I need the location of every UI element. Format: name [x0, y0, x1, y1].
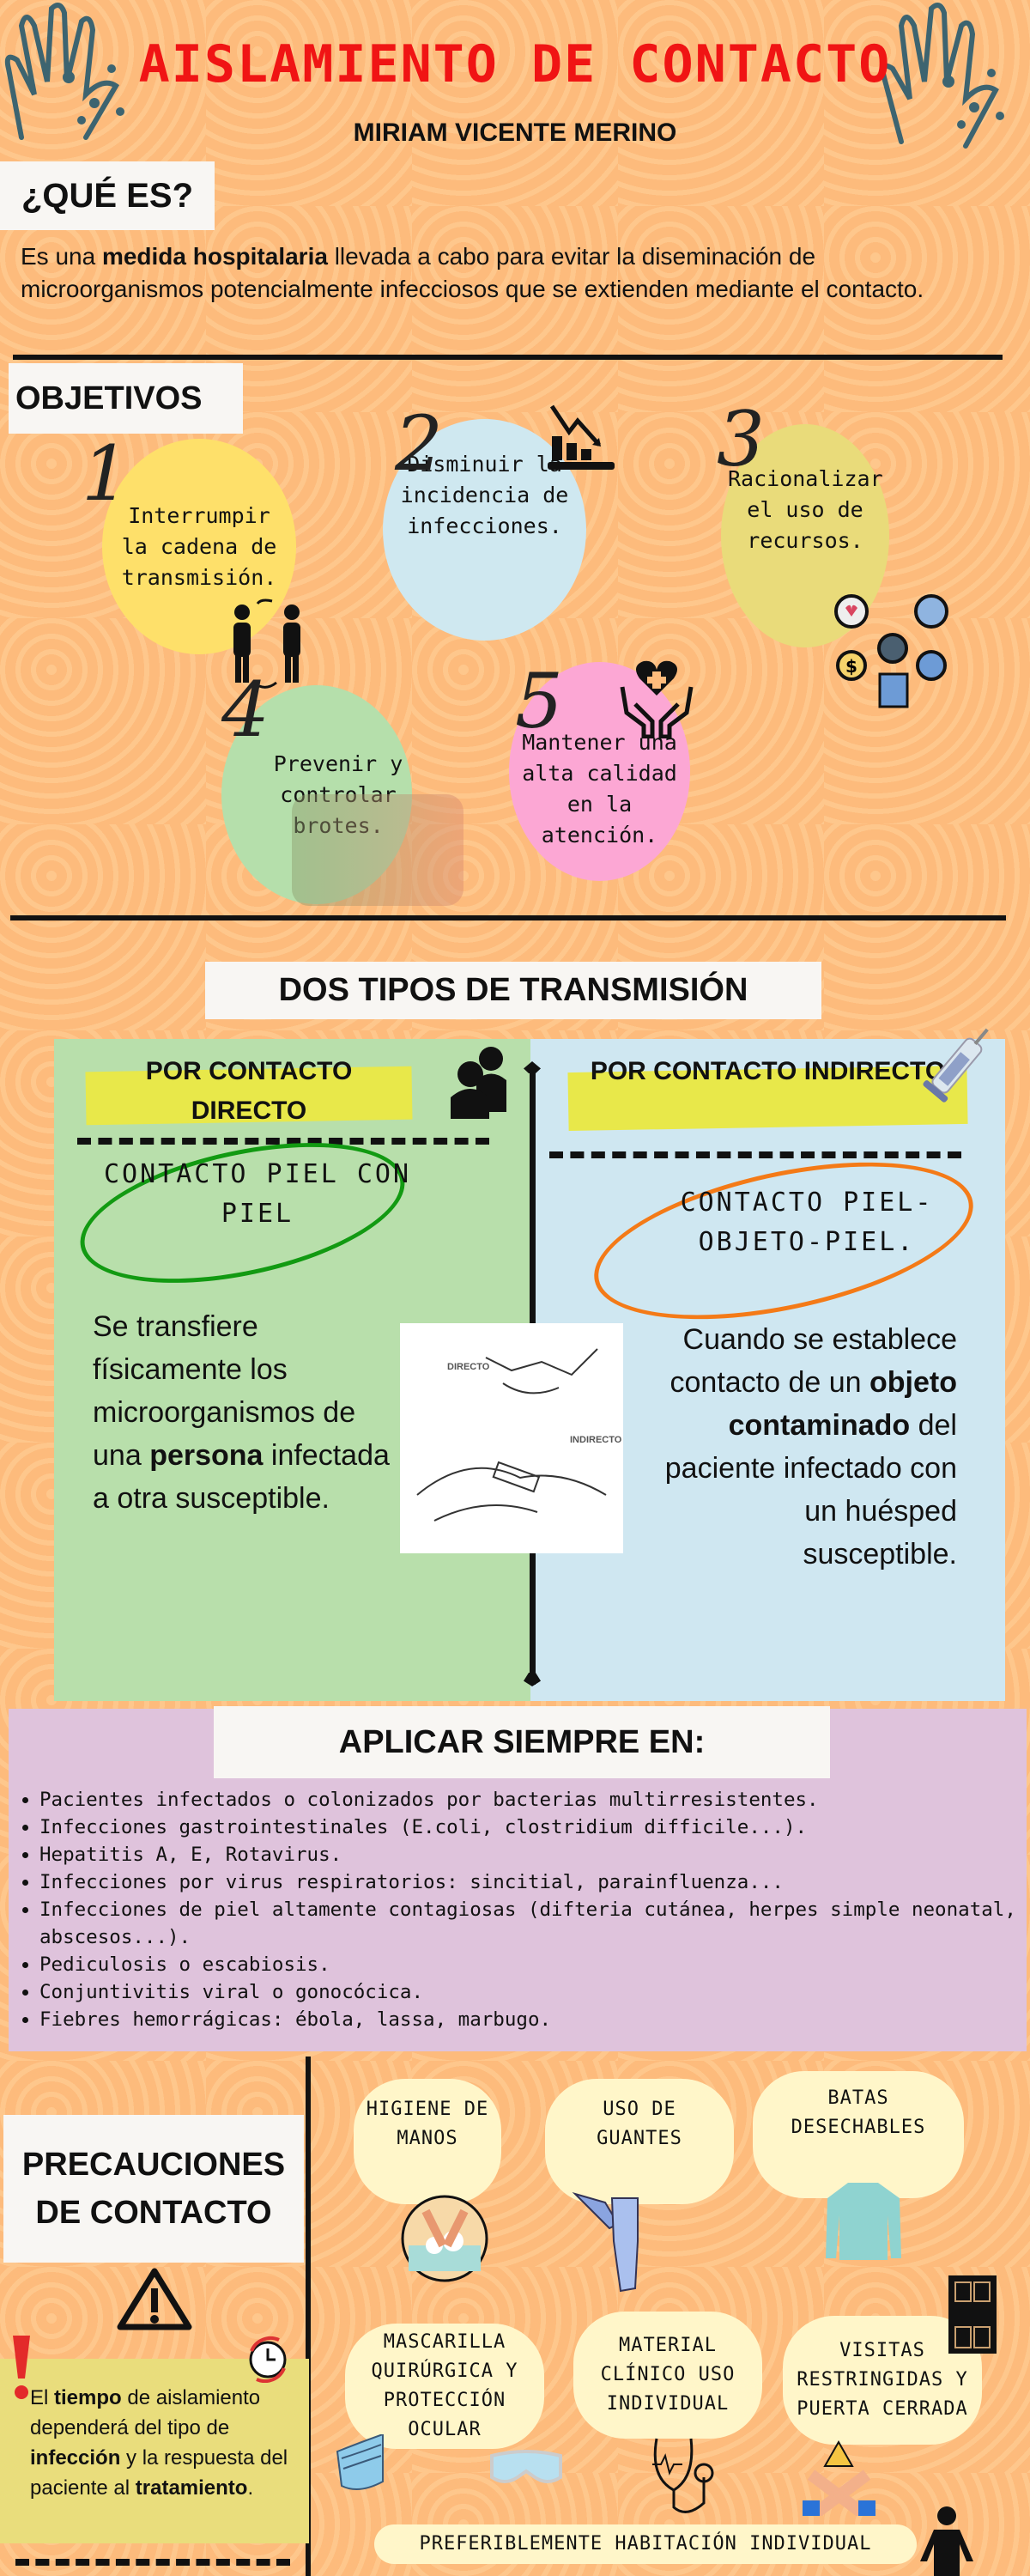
text: Es una — [21, 243, 102, 270]
bold-text: infección — [30, 2446, 121, 2470]
resources-icon: $ — [834, 594, 948, 708]
care-hands-heart-icon — [620, 660, 694, 738]
bold-text: medida hospitalaria — [101, 243, 328, 270]
directo-header: POR CONTACTO DIRECTO — [145, 1057, 353, 1125]
note-box — [0, 2359, 309, 2543]
precaution-label: HIGIENE DE MANOS — [366, 2099, 489, 2149]
precaution-item: HIGIENE DE MANOS — [354, 2079, 501, 2204]
people-transmission-icon — [233, 598, 300, 689]
list-item: Infecciones gastrointestinales (E.coli, … — [39, 1814, 1027, 1841]
footer-note: PREFERIBLEMENTE HABITACIÓN INDIVIDUAL — [374, 2524, 917, 2564]
person-icon — [920, 2506, 973, 2576]
exclamation-icon — [13, 2336, 30, 2399]
mask-icon — [336, 2434, 384, 2490]
objective-number: 1 — [82, 429, 130, 518]
aplicar-list: Pacientes infectados o colonizados por b… — [9, 1786, 1027, 2033]
text: del paciente infectado con un huésped su… — [664, 1409, 957, 1571]
list-item: Pediculosis o escabiosis. — [39, 1951, 1027, 1978]
list-item: Pacientes infectados o colonizados por b… — [39, 1786, 1027, 1814]
indirecto-description: Cuando se establece contacto de un objet… — [652, 1318, 957, 1576]
author-name: MIRIAM VICENTE MERINO — [353, 118, 677, 147]
warning-icon — [117, 2268, 192, 2330]
bold-text: objeto contaminado — [728, 1366, 957, 1442]
goggles-icon — [490, 2450, 562, 2483]
objective-circle-4: Prevenir y controlar brotes. — [221, 685, 412, 904]
que-es-description: Es una medida hospitalaria llevada a cab… — [21, 240, 982, 306]
text: de aislamiento dependerá del tipo de — [30, 2386, 261, 2439]
bold-text: tiempo — [54, 2386, 122, 2409]
precaution-item: USO DE GUANTES — [545, 2079, 734, 2204]
hand-germs-icon — [880, 3, 1004, 149]
precaution-label: VISITAS RESTRINGIDAS Y PUERTA CERRADA — [797, 2340, 968, 2420]
clock-icon — [249, 2336, 287, 2383]
outbreak-people-icon — [292, 794, 464, 906]
bold-text: persona — [149, 1439, 264, 1472]
svg-text:$: $ — [845, 656, 857, 677]
directo-label: DIRECTO — [447, 1362, 490, 1372]
text: . — [247, 2476, 254, 2500]
objective-circle-1: Interrumpir la cadena de transmisión. — [102, 439, 296, 654]
list-item: Conjuntivitis viral o gonocócica. — [39, 1978, 1027, 2006]
objective-text: Interrumpir la cadena de transmisión. — [121, 502, 277, 590]
door-icon — [948, 2275, 997, 2354]
indirecto-header: POR CONTACTO INDIRECTO — [590, 1057, 946, 1085]
text: infectada a otra susceptible. — [93, 1439, 390, 1515]
vertical-divider — [306, 2057, 311, 2576]
aplicar-heading: APLICAR SIEMPRE EN: — [214, 1706, 830, 1778]
list-item: Hepatitis A, E, Rotavirus. — [39, 1841, 1027, 1868]
stethoscope-icon — [652, 2438, 714, 2513]
group-people-icon — [451, 1047, 506, 1119]
note-text: El tiempo de aislamiento dependerá del t… — [30, 2383, 305, 2503]
objetivos-heading: OBJETIVOS — [9, 363, 243, 434]
dashed-line — [15, 2559, 290, 2566]
objective-circle-5: Mantener una alta calidad en la atención… — [509, 662, 690, 881]
chart-decrease-icon — [548, 404, 615, 470]
dashed-line — [77, 1138, 489, 1145]
syringe-icon — [923, 1028, 989, 1103]
indirecto-label: INDIRECTO — [570, 1435, 622, 1445]
objective-text: Disminuir la incidencia de infecciones. — [400, 452, 569, 538]
objective-text: Prevenir y controlar brotes. — [273, 750, 403, 838]
text: Cuando se establece contacto de un — [670, 1323, 958, 1399]
objective-number: 2 — [395, 399, 443, 488]
no-visits-icon — [803, 2440, 876, 2516]
handshake-drawing — [416, 1348, 607, 1522]
page-title: AISLAMIENTO DE CONTACTO — [138, 34, 892, 94]
footer-label: PREFERIBLEMENTE HABITACIÓN INDIVIDUAL — [419, 2533, 872, 2555]
transmision-heading: DOS TIPOS DE TRANSMISIÓN — [205, 962, 821, 1019]
bold-text: tratamiento — [135, 2476, 248, 2500]
divider — [13, 355, 1003, 360]
indirecto-circled-text: CONTACTO PIEL-OBJETO-PIEL. — [680, 1188, 934, 1257]
directo-description: Se transfiere físicamente los microorgan… — [93, 1305, 393, 1520]
text: El — [30, 2386, 55, 2409]
divider — [10, 915, 1006, 920]
objective-text: Mantener una alta calidad en la atención… — [522, 729, 677, 848]
text: llevada a cabo para evitar la diseminaci… — [21, 243, 924, 302]
que-es-heading: ¿QUÉ ES? — [0, 161, 215, 230]
precaution-label: USO DE GUANTES — [597, 2099, 682, 2149]
gloves-icon — [572, 2191, 639, 2293]
directo-circled-text: CONTACTO PIEL CON PIEL — [103, 1159, 412, 1229]
gown-icon — [826, 2183, 901, 2260]
objective-number: 3 — [717, 395, 765, 483]
objective-number: 5 — [515, 657, 563, 745]
handwashing-icon — [401, 2195, 488, 2282]
precaution-label: MATERIAL CLÍNICO USO INDIVIDUAL — [600, 2335, 736, 2415]
text: y la respuesta del paciente al — [30, 2446, 288, 2500]
precaution-label: BATAS DESECHABLES — [791, 2087, 926, 2138]
list-item: Infecciones de piel altamente contagiosa… — [39, 1896, 1027, 1951]
objective-text: Racionalizar el uso de recursos. — [728, 466, 883, 553]
precaution-item: MASCARILLA QUIRÚRGICA Y PROTECCIÓN OCULA… — [345, 2324, 544, 2449]
hand-germs-icon — [4, 3, 124, 140]
precaution-item: BATAS DESECHABLES — [753, 2071, 964, 2198]
precaution-item: MATERIAL CLÍNICO USO INDIVIDUAL — [573, 2312, 762, 2439]
pole-bottom — [524, 1673, 541, 1686]
dashed-line — [549, 1151, 961, 1158]
precauciones-heading: PRECAUCIONES DE CONTACTO — [3, 2115, 304, 2263]
precaution-label: MASCARILLA QUIRÚRGICA Y PROTECCIÓN OCULA… — [371, 2331, 518, 2440]
transmission-illustration: DIRECTO INDIRECTO — [400, 1323, 623, 1553]
text: Se transfiere físicamente los microorgan… — [93, 1310, 356, 1472]
list-item: Infecciones por virus respiratorios: sin… — [39, 1868, 1027, 1896]
list-item: Fiebres hemorrágicas: ébola, lassa, marb… — [39, 2006, 1027, 2033]
